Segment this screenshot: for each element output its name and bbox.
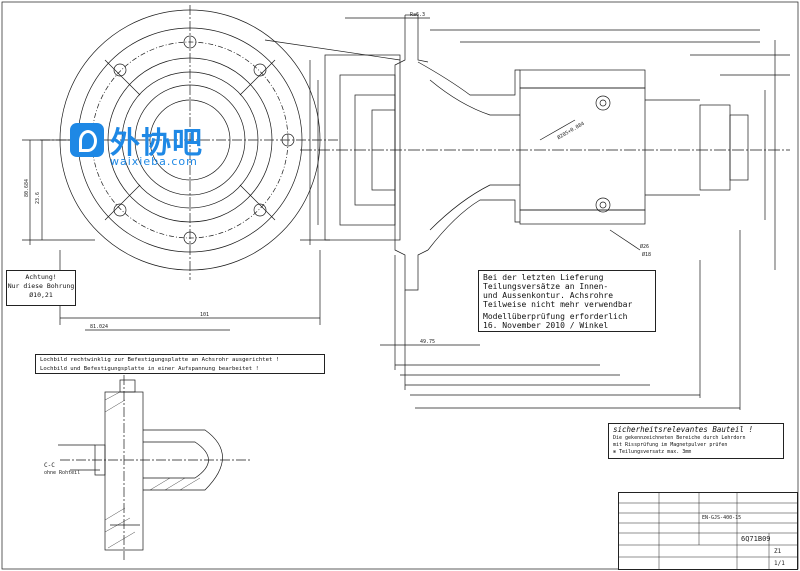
axle-section-view bbox=[264, 14, 790, 410]
attention-note: Achtung! Nur diese Bohrung Ø10,21 bbox=[6, 270, 76, 306]
delivery-line-2: Teilungsversätze an Innen- bbox=[483, 282, 609, 291]
delivery-note: Bei der letzten Lieferung Teilungsversät… bbox=[478, 270, 656, 332]
section-label: C-C bbox=[44, 462, 55, 469]
flange-front-view bbox=[22, 5, 340, 331]
title-block: EN-GJS-400-15 6Q71B09 Z1 1/1 bbox=[618, 492, 798, 570]
pattern-line-1: Lochbild rechtwinklig zur Befestigungspl… bbox=[40, 357, 280, 363]
hole-pattern-note: Lochbild rechtwinklig zur Befestigungspl… bbox=[35, 354, 325, 374]
title-drawing-number: 6Q71B09 bbox=[741, 535, 771, 543]
dim-right-2: Ø18 bbox=[642, 252, 652, 258]
title-block-grid bbox=[619, 493, 797, 569]
safety-title: sicherheitsrelevantes Bauteil ! bbox=[613, 425, 753, 434]
attention-line-2: Nur diese Bohrung bbox=[7, 282, 75, 290]
logo-latin-text: waixieba.com bbox=[110, 155, 198, 168]
delivery-line-1: Bei der letzten Lieferung bbox=[483, 273, 604, 282]
delivery-line-4: Teilweise nicht mehr verwendbar bbox=[483, 300, 633, 309]
pattern-line-2: Lochbild und Befestigungsplatte in einer… bbox=[40, 366, 259, 372]
model-line-1: Modellüberprüfung erforderlich bbox=[483, 312, 628, 321]
title-sheet: 1/1 bbox=[774, 560, 785, 567]
dim-left-2: 23.6 bbox=[35, 191, 42, 205]
dim-bottom-1: 81.024 bbox=[90, 324, 109, 330]
logo-chinese-text: 外协吧 bbox=[110, 126, 203, 161]
safety-line-1: Die gekennzeichneten Bereiche durch Lehr… bbox=[613, 435, 746, 441]
dim-right-1: Ø26 bbox=[640, 244, 650, 250]
dim-top: Ra6.3 bbox=[410, 12, 426, 18]
logo-icon bbox=[70, 123, 104, 157]
dim-left-1: 80.684 bbox=[24, 178, 31, 198]
detail-section-cc bbox=[58, 375, 250, 560]
safety-note: sicherheitsrelevantes Bauteil ! Die geke… bbox=[608, 423, 784, 459]
safety-line-2: mit Rissprüfung im Magnetpulver prüfen bbox=[613, 442, 728, 448]
watermark-logo: 外协吧 waixieba.com bbox=[70, 118, 203, 168]
attention-line-3: Ø10,21 bbox=[29, 291, 53, 299]
attention-line-1: Achtung! bbox=[25, 273, 57, 281]
delivery-line-3: und Aussenkontur. Achsrohre bbox=[483, 291, 614, 300]
title-material: EN-GJS-400-15 bbox=[702, 515, 742, 521]
safety-line-3: ⊗ Teilungsversatz max. 3mm bbox=[613, 449, 692, 455]
section-sublabel: ohne Rohteil bbox=[44, 470, 81, 476]
title-revision: Z1 bbox=[774, 548, 782, 555]
dim-bottom-2: 101 bbox=[200, 312, 210, 318]
dim-bottom-3: 49.75 bbox=[420, 339, 436, 345]
hatching bbox=[104, 391, 201, 549]
model-line-2: 16. November 2010 / Winkel bbox=[483, 321, 609, 330]
